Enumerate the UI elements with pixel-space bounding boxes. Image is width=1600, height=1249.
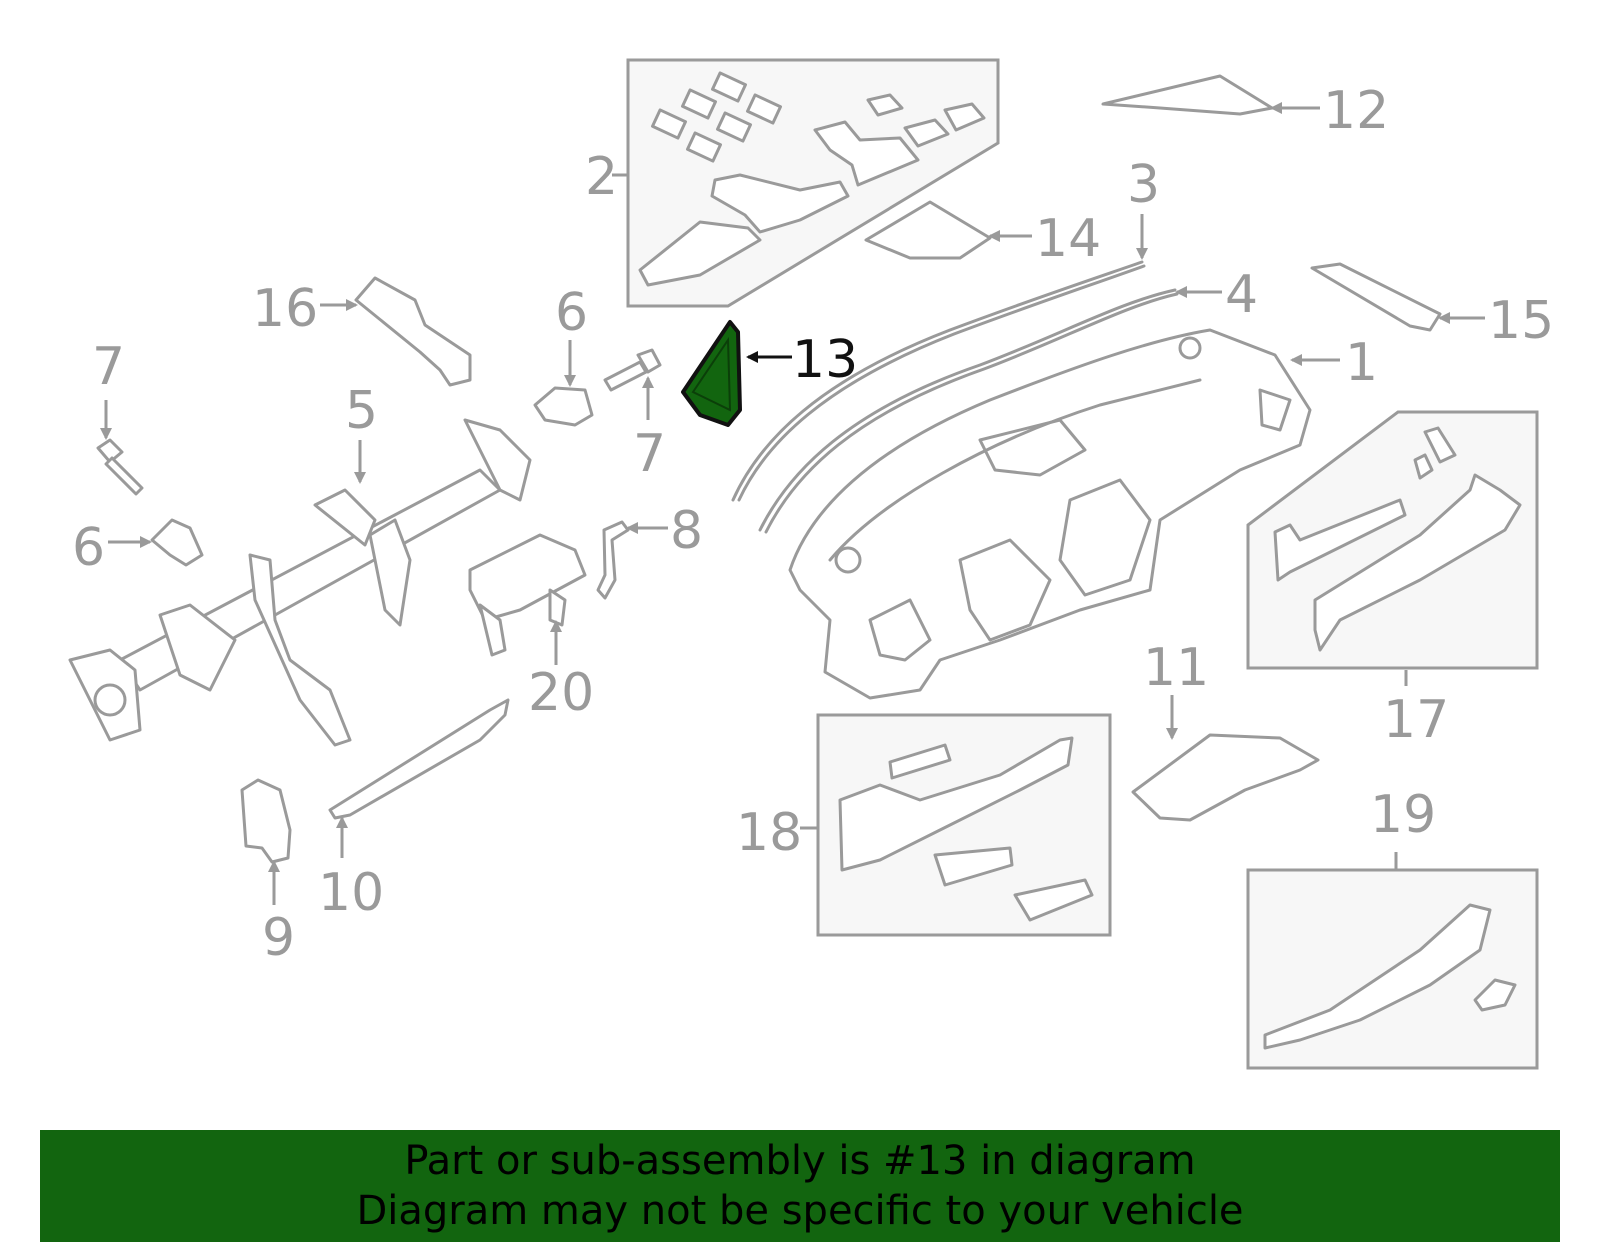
part-19-group[interactable]: [1246, 868, 1539, 1070]
part-11[interactable]: [1131, 733, 1320, 822]
callout-7-upper[interactable]: 7: [633, 424, 666, 484]
callout-10[interactable]: 10: [318, 863, 384, 923]
callout-13[interactable]: 13: [792, 330, 858, 390]
part-12[interactable]: [1101, 74, 1274, 116]
callout-6-left[interactable]: 6: [72, 518, 105, 578]
callout-11[interactable]: 11: [1143, 638, 1209, 698]
callout-15[interactable]: 15: [1488, 291, 1554, 351]
part-6-upper[interactable]: [533, 386, 594, 427]
callout-6-upper[interactable]: 6: [555, 283, 588, 343]
part-8[interactable]: [596, 520, 630, 600]
callout-8[interactable]: 8: [670, 501, 703, 561]
part-17-group[interactable]: [1246, 410, 1539, 670]
part-7-left-bolt[interactable]: [96, 438, 144, 496]
part-20-airbag[interactable]: [468, 533, 587, 657]
part-14[interactable]: [864, 200, 992, 260]
part-15[interactable]: [1310, 262, 1442, 332]
callout-2[interactable]: 2: [585, 147, 618, 207]
info-banner: Part or sub-assembly is #13 in diagram D…: [40, 1130, 1560, 1242]
part-13-highlighted[interactable]: [681, 320, 742, 427]
callout-3[interactable]: 3: [1127, 155, 1160, 215]
callout-12[interactable]: 12: [1323, 81, 1389, 141]
callout-1[interactable]: 1: [1345, 333, 1378, 393]
part-10[interactable]: [328, 698, 510, 820]
callout-4[interactable]: 4: [1225, 265, 1258, 325]
part-4[interactable]: [758, 288, 1177, 532]
part-5-crossbar[interactable]: [68, 418, 532, 747]
part-2-group[interactable]: [626, 58, 1000, 308]
part-18-group[interactable]: [816, 713, 1112, 937]
part-2-pieces: [638, 71, 986, 287]
callout-17[interactable]: 17: [1383, 690, 1449, 750]
callout-9[interactable]: 9: [262, 908, 295, 968]
banner-line-1: Part or sub-assembly is #13 in diagram: [404, 1138, 1196, 1184]
callout-16[interactable]: 16: [252, 279, 318, 339]
part-6-left[interactable]: [150, 518, 204, 567]
part-4-inner: [764, 292, 1179, 534]
callout-14[interactable]: 14: [1035, 209, 1101, 269]
callout-18[interactable]: 18: [736, 803, 802, 863]
callout-7-left[interactable]: 7: [92, 337, 125, 397]
part-3[interactable]: [731, 260, 1144, 502]
banner-line-2: Diagram may not be specific to your vehi…: [356, 1188, 1244, 1234]
part-3-inner: [737, 264, 1146, 502]
callout-19[interactable]: 19: [1370, 785, 1436, 845]
part-7-upper-bolt[interactable]: [603, 348, 662, 392]
part-1-dashboard[interactable]: [788, 328, 1312, 700]
callout-5[interactable]: 5: [345, 381, 378, 441]
part-9[interactable]: [240, 778, 292, 864]
part-16[interactable]: [354, 276, 472, 387]
callout-20[interactable]: 20: [528, 663, 594, 723]
